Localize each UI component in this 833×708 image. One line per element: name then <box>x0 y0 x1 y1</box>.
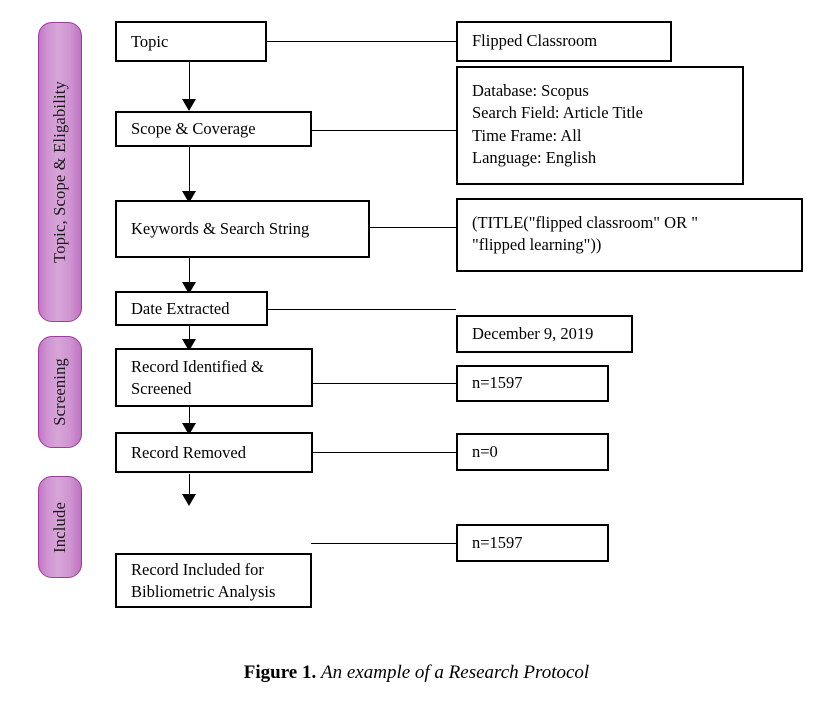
note-text-scope-details: Database: Scopus Search Field: Article T… <box>472 81 643 168</box>
note-text-topic-value: Flipped Classroom <box>472 31 598 51</box>
note-box-removed-count: n=0 <box>456 433 609 471</box>
note-text-included-count: n=1597 <box>472 532 523 552</box>
connector-keywords-to-note <box>370 227 458 228</box>
connector-date-to-identified <box>189 325 190 345</box>
step-box-topic: Topic <box>115 21 267 62</box>
note-box-topic-value: Flipped Classroom <box>456 21 672 62</box>
step-box-record-included: Record Included for Bibliometric Analysi… <box>115 553 312 608</box>
figure-caption: Figure 1. An example of a Research Proto… <box>0 662 833 684</box>
connector-scope-to-keywords <box>189 146 190 193</box>
step-box-record-identified-screened: Record Identified & Screened <box>115 348 313 407</box>
step-label-record-included: Record Included for Bibliometric Analysi… <box>131 559 276 601</box>
phase-label-include: Include <box>49 501 69 553</box>
note-box-included-count: n=1597 <box>456 524 609 562</box>
connector-topic-to-scope <box>189 61 190 101</box>
connector-removed-to-included <box>189 474 190 498</box>
phase-pill-screening: Screening <box>38 336 82 448</box>
note-box-scope-details: Database: Scopus Search Field: Article T… <box>456 66 744 185</box>
note-text-search-string: (TITLE("flipped classroom" OR " "flipped… <box>472 213 698 255</box>
connector-topic-to-note <box>267 41 457 42</box>
arrowhead-topic-to-scope <box>182 99 196 111</box>
step-box-record-removed: Record Removed <box>115 432 313 473</box>
connector-keywords-to-date <box>189 258 190 286</box>
note-box-search-string: (TITLE("flipped classroom" OR " "flipped… <box>456 198 803 272</box>
figure-caption-text: An example of a Research Protocol <box>321 662 590 683</box>
phase-pill-include: Include <box>38 476 82 578</box>
step-box-date-extracted: Date Extracted <box>115 291 268 326</box>
arrowhead-removed-to-included <box>182 494 196 506</box>
note-text-identified-count: n=1597 <box>472 373 523 393</box>
step-label-record-identified-screened: Record Identified & Screened <box>131 356 264 398</box>
figure-caption-label: Figure 1. <box>243 662 317 683</box>
connector-date-to-note <box>268 309 456 310</box>
step-box-scope-coverage: Scope & Coverage <box>115 111 312 147</box>
step-label-keywords-search-string: Keywords & Search String <box>131 219 310 239</box>
connector-scope-to-note <box>312 130 458 131</box>
note-box-date-value: December 9, 2019 <box>456 315 633 353</box>
connector-identified-to-note <box>313 383 457 384</box>
connector-removed-to-note <box>313 452 457 453</box>
connector-included-to-note <box>311 543 457 544</box>
note-box-identified-count: n=1597 <box>456 365 609 402</box>
step-box-keywords-search-string: Keywords & Search String <box>115 200 370 258</box>
step-label-topic: Topic <box>131 31 169 51</box>
step-label-record-removed: Record Removed <box>131 442 247 462</box>
phase-pill-topic-scope-eligability: Topic, Scope & Eligability <box>38 22 82 322</box>
note-text-date-value: December 9, 2019 <box>472 323 594 343</box>
connector-identified-to-removed <box>189 407 190 429</box>
step-label-date-extracted: Date Extracted <box>131 298 230 318</box>
step-label-scope-coverage: Scope & Coverage <box>131 119 256 139</box>
phase-label-topic-scope-eligability: Topic, Scope & Eligability <box>49 81 69 263</box>
note-text-removed-count: n=0 <box>472 441 498 461</box>
phase-label-screening: Screening <box>49 358 69 426</box>
